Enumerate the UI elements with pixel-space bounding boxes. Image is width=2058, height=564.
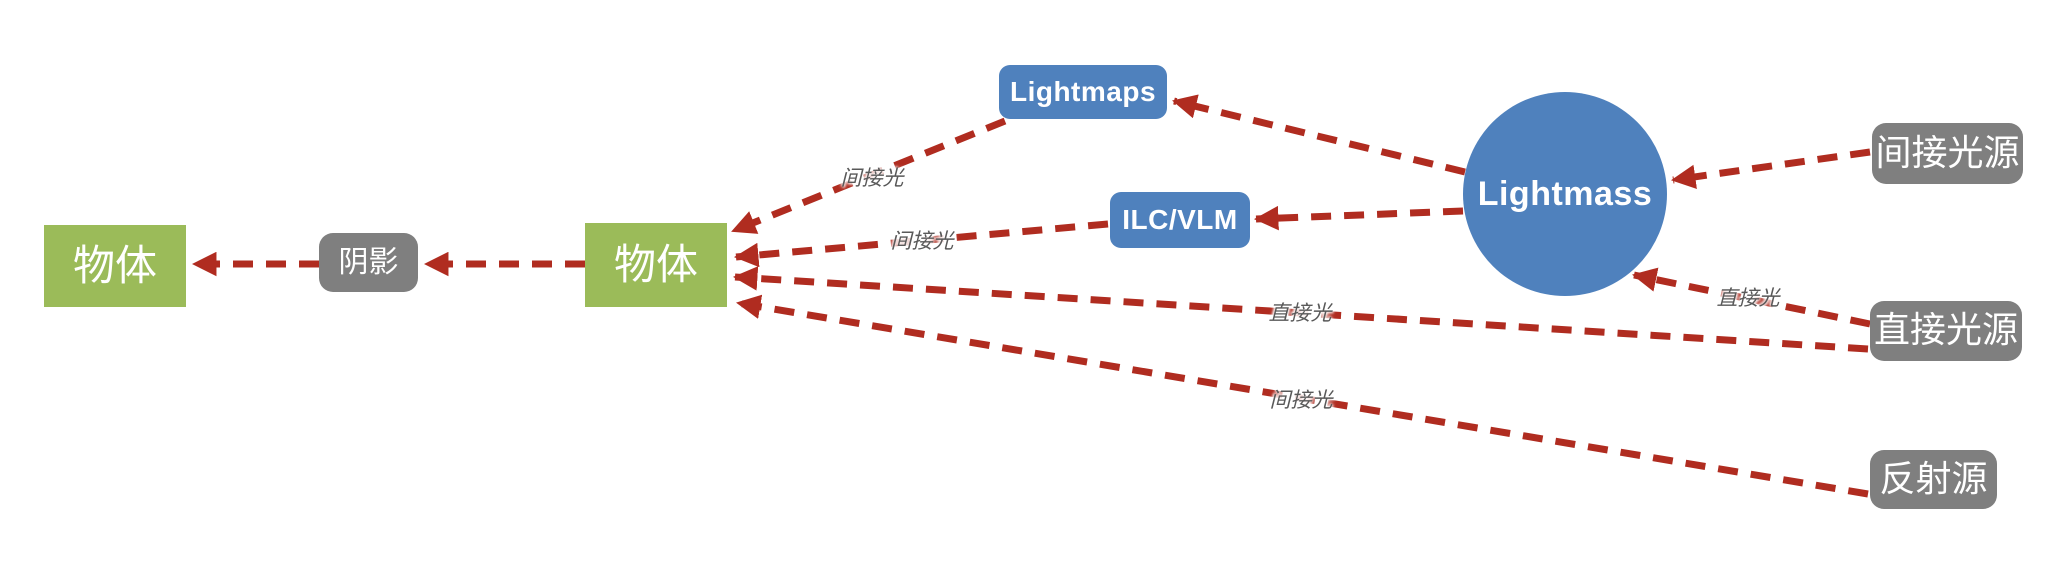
edge-arrow-direct_light_source-to-object_right — [732, 266, 1869, 353]
edge-arrow-lightmaps-to-object_right — [731, 117, 1007, 235]
node-direct-light-source-label: 直接光源 — [1873, 310, 2018, 351]
edge-arrow-reflection_source-to-object_right — [735, 294, 1869, 498]
node-indirect-light-source-label: 间接光源 — [1875, 132, 2020, 174]
node-indirect-light-source: 间接光源 — [1872, 123, 2023, 184]
node-direct-light-source: 直接光源 — [1870, 301, 2022, 361]
edge-arrow-indirect_light_source-to-lightmass — [1670, 148, 1871, 189]
edge-label-direct_light_source-to-lightmass: 直接光 — [1716, 286, 1780, 310]
edge-arrow-lightmass-to-ilc_vlm — [1253, 205, 1464, 231]
node-reflection-source-label: 反射源 — [1879, 458, 1988, 500]
edge-arrow-ilc_vlm-to-object_right — [733, 220, 1109, 268]
node-ilc-vlm: ILC/VLM — [1110, 192, 1250, 248]
node-object-left: 物体 — [44, 225, 186, 307]
edge-label-direct_light_source-to-object_right: 直接光 — [1268, 301, 1332, 325]
node-ilc-vlm-label: ILC/VLM — [1122, 204, 1238, 235]
node-shadow: 阴影 — [319, 233, 418, 292]
edge-label-reflection_source-to-object_right: 间接光 — [1269, 388, 1333, 412]
edge-label-ilc_vlm-to-object_right: 间接光 — [890, 229, 954, 253]
edge-arrow-lightmass-to-lightmaps — [1172, 94, 1466, 176]
node-object-right: 物体 — [585, 223, 727, 307]
edge-arrow-direct_light_source-to-lightmass — [1632, 267, 1871, 328]
edge-label-lightmaps-to-object_right: 间接光 — [840, 166, 904, 190]
edge-lines-group — [191, 94, 1871, 498]
node-lightmaps: Lightmaps — [999, 65, 1167, 119]
node-shadow-label: 阴影 — [338, 244, 399, 280]
node-lightmaps-label: Lightmaps — [1009, 76, 1157, 107]
node-object-right-label: 物体 — [613, 240, 698, 289]
node-reflection-source: 反射源 — [1870, 450, 1997, 509]
node-object-left-label: 物体 — [72, 241, 157, 290]
node-lightmass-label: Lightmass — [1477, 175, 1653, 213]
node-lightmass: Lightmass — [1463, 92, 1667, 296]
